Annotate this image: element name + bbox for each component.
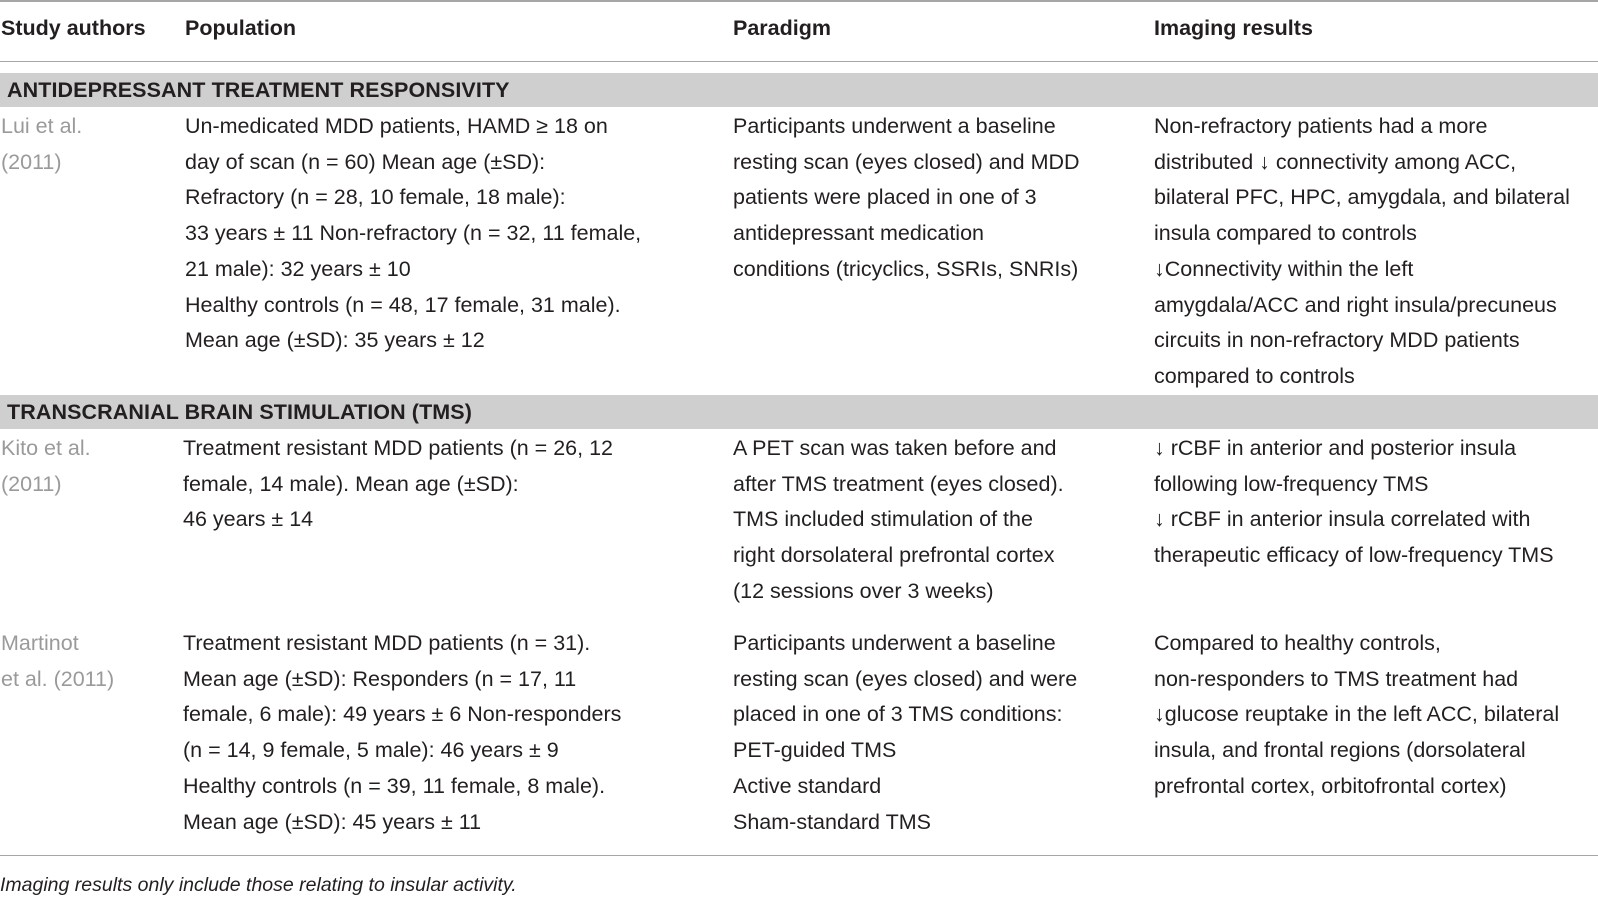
author-line: Kito et al. [1, 436, 91, 460]
paradigm-line: resting scan (eyes closed) and were [733, 666, 1078, 691]
author-line: (2011) [1, 471, 62, 496]
paradigm-line: patients were placed in one of 3 [733, 185, 1037, 210]
author-line: et al. (2011) [1, 666, 115, 691]
paradigm-line: Participants underwent a baseline [733, 631, 1056, 655]
results-line: Compared to healthy controls, [1154, 631, 1441, 655]
row-population-martinot: Treatment resistant MDD patients (n = 31… [183, 626, 621, 840]
population-line: Treatment resistant MDD patients (n = 31… [183, 631, 591, 655]
results-line: Non-refractory patients had a more [1154, 114, 1488, 138]
author-line: Martinot [1, 631, 79, 655]
population-line: day of scan (n = 60) Mean age (±SD): [185, 149, 546, 174]
results-line: distributed ↓ connectivity among ACC, [1154, 149, 1517, 174]
top-rule [0, 0, 1598, 2]
population-line: Refractory (n = 28, 10 female, 18 male): [185, 185, 566, 210]
paradigm-line: Active standard [733, 773, 882, 798]
results-line: amygdala/ACC and right insula/precuneus [1154, 292, 1557, 317]
section-title: TRANSCRANIAL BRAIN STIMULATION (TMS) [7, 400, 473, 424]
population-line: 21 male): 32 years ± 10 [185, 256, 411, 281]
row-results-martinot: Compared to healthy controls, non-respon… [1154, 626, 1559, 805]
results-line: ↓Connectivity within the left [1154, 256, 1414, 281]
section-title: ANTIDEPRESSANT TREATMENT RESPONSIVITY [7, 78, 510, 102]
header-study-authors: Study authors [1, 16, 146, 40]
paradigm-line: placed in one of 3 TMS conditions: [733, 702, 1063, 727]
author-line: (2011) [1, 149, 62, 174]
paradigm-line: PET-guided TMS [733, 738, 897, 763]
row-authors-martinot: Martinot et al. (2011) [1, 626, 114, 697]
results-line: prefrontal cortex, orbitofrontal cortex) [1154, 773, 1507, 798]
header-imaging-results: Imaging results [1154, 16, 1313, 40]
population-line: (n = 14, 9 female, 5 male): 46 years ± 9 [183, 738, 559, 763]
population-line: female, 14 male). Mean age (±SD): [183, 471, 519, 496]
population-line: Mean age (±SD): Responders (n = 17, 11 [183, 666, 577, 691]
paradigm-line: (12 sessions over 3 weeks) [733, 578, 994, 603]
results-line: ↓glucose reuptake in the left ACC, bilat… [1154, 702, 1560, 727]
row-results-kito: ↓ rCBF in anterior and posterior insula … [1154, 431, 1554, 574]
results-line: non-responders to TMS treatment had [1154, 666, 1519, 691]
results-line: compared to controls [1154, 363, 1355, 388]
row-population-kito: Treatment resistant MDD patients (n = 26… [183, 431, 613, 538]
population-line: Mean age (±SD): 35 years ± 12 [185, 328, 485, 353]
results-line: ↓ rCBF in anterior and posterior insula [1154, 436, 1517, 460]
population-line: Treatment resistant MDD patients (n = 26… [183, 436, 613, 460]
results-line: therapeutic efficacy of low-frequency TM… [1154, 543, 1554, 568]
row-authors-kito: Kito et al. (2011) [1, 431, 91, 502]
row-authors-lui: Lui et al. (2011) [1, 109, 82, 180]
results-line: ↓ rCBF in anterior insula correlated wit… [1154, 507, 1531, 532]
paradigm-line: right dorsolateral prefrontal cortex [733, 543, 1055, 568]
row-population-lui: Un-medicated MDD patients, HAMD ≥ 18 on … [185, 109, 641, 359]
population-line: 33 years ± 11 Non-refractory (n = 32, 11… [185, 221, 642, 246]
population-line: 46 years ± 14 [183, 507, 314, 532]
bottom-rule [0, 855, 1598, 856]
population-line: Un-medicated MDD patients, HAMD ≥ 18 on [185, 114, 608, 138]
paradigm-line: TMS included stimulation of the [733, 507, 1033, 532]
results-line: following low-frequency TMS [1154, 471, 1429, 496]
results-line: insula compared to controls [1154, 221, 1417, 246]
section-band-antidepressant: ANTIDEPRESSANT TREATMENT RESPONSIVITY [0, 73, 1598, 107]
population-line: female, 6 male): 49 years ± 6 Non-respon… [183, 702, 622, 727]
population-line: Healthy controls (n = 48, 17 female, 31 … [185, 292, 621, 317]
population-line: Healthy controls (n = 39, 11 female, 8 m… [183, 773, 606, 798]
row-paradigm-martinot: Participants underwent a baseline restin… [733, 626, 1077, 840]
paradigm-line: after TMS treatment (eyes closed). [733, 471, 1064, 496]
section-band-tms: TRANSCRANIAL BRAIN STIMULATION (TMS) [0, 395, 1598, 429]
header-population: Population [185, 16, 297, 40]
paradigm-line: resting scan (eyes closed) and MDD [733, 149, 1080, 174]
header-rule [0, 61, 1598, 62]
results-line: circuits in non-refractory MDD patients [1154, 328, 1520, 353]
row-results-lui: Non-refractory patients had a more distr… [1154, 109, 1570, 395]
paradigm-line: A PET scan was taken before and [733, 436, 1057, 460]
paradigm-line: antidepressant medication [733, 221, 984, 246]
population-line: Mean age (±SD): 45 years ± 11 [183, 809, 482, 834]
results-line: insula, and frontal regions (dorsolatera… [1154, 738, 1526, 763]
row-paradigm-lui: Participants underwent a baseline restin… [733, 109, 1080, 288]
paradigm-line: Participants underwent a baseline [733, 114, 1056, 138]
author-line: Lui et al. [1, 114, 83, 138]
table-footnote: Imaging results only include those relat… [0, 874, 517, 896]
paradigm-line: conditions (tricyclics, SSRIs, SNRIs) [733, 256, 1079, 281]
header-paradigm: Paradigm [733, 16, 831, 40]
row-paradigm-kito: A PET scan was taken before and after TM… [733, 431, 1064, 610]
paradigm-line: Sham-standard TMS [733, 809, 931, 834]
results-line: bilateral PFC, HPC, amygdala, and bilate… [1154, 185, 1570, 210]
